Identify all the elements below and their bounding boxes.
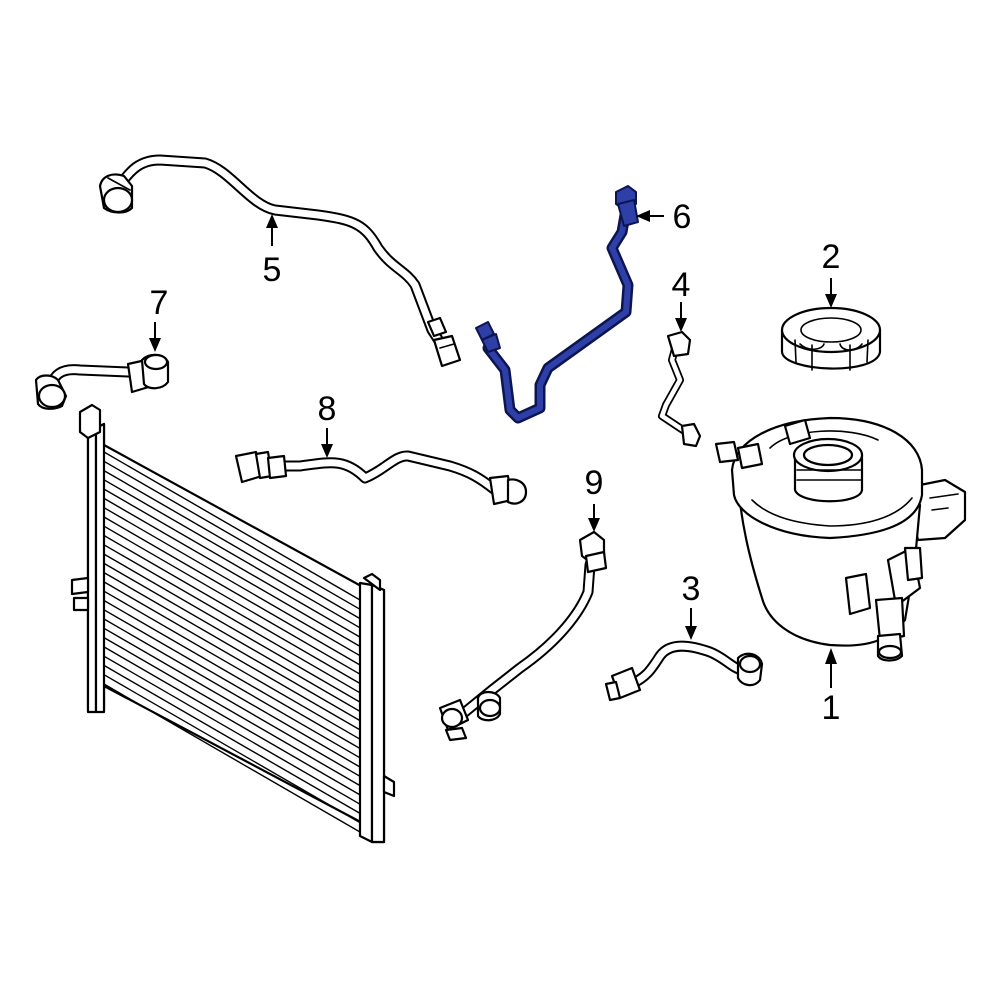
callout-label-8: 8 — [318, 390, 337, 428]
part-9-hose — [438, 530, 608, 742]
radiator-fin — [103, 674, 361, 824]
radiator-fin — [103, 664, 361, 815]
part-3-hose — [604, 640, 764, 702]
radiator — [70, 403, 396, 844]
callout-label-2: 2 — [822, 238, 841, 276]
radiator-fin — [103, 460, 361, 610]
callout-1: 1 — [822, 648, 841, 727]
callout-label-1: 1 — [822, 689, 841, 727]
radiator-fin — [103, 636, 361, 787]
callout-label-9: 9 — [585, 464, 604, 502]
callout-9: 9 — [585, 464, 604, 532]
part-6-pipe-highlighted — [475, 185, 639, 424]
radiator-fin — [103, 534, 361, 685]
radiator-fin — [103, 618, 361, 768]
part-8-hose — [234, 450, 528, 506]
radiator-fin — [103, 544, 361, 694]
radiator-fin — [103, 516, 361, 666]
radiator-fin — [103, 599, 361, 750]
radiator-fin — [103, 581, 361, 731]
callout-4: 4 — [672, 266, 691, 332]
radiator-fin — [103, 571, 361, 722]
radiator-fin — [103, 507, 361, 657]
callout-label-6: 6 — [673, 198, 692, 236]
radiator-fin — [103, 479, 361, 629]
radiator-fin — [103, 488, 361, 638]
part-7-hose — [34, 353, 170, 410]
radiator-fins — [103, 451, 361, 833]
radiator-fin — [103, 562, 361, 713]
part-4-pipe — [658, 330, 702, 448]
radiator-fin — [103, 646, 361, 796]
callout-label-5: 5 — [263, 251, 282, 289]
part-2-cap — [780, 306, 882, 371]
part-5-hose — [98, 154, 462, 368]
radiator-fin — [103, 683, 361, 833]
callout-label-3: 3 — [682, 570, 701, 608]
radiator-fin — [103, 497, 361, 648]
callout-label-7: 7 — [150, 284, 169, 322]
radiator-fin — [103, 469, 361, 620]
callout-label-4: 4 — [672, 266, 691, 304]
callout-7: 7 — [149, 284, 168, 352]
part-1-tank — [714, 416, 967, 662]
radiator-fin — [103, 553, 361, 703]
radiator-fin — [103, 590, 361, 740]
callout-6: 6 — [636, 198, 691, 236]
callout-2: 2 — [822, 238, 841, 308]
radiator-fin — [103, 655, 361, 805]
radiator-fin — [103, 609, 361, 759]
radiator-fin — [103, 451, 361, 601]
radiator-fin — [103, 627, 361, 777]
callout-3: 3 — [682, 570, 701, 640]
radiator-fin — [103, 525, 361, 675]
callout-8: 8 — [318, 390, 337, 458]
callout-5: 5 — [263, 214, 282, 289]
